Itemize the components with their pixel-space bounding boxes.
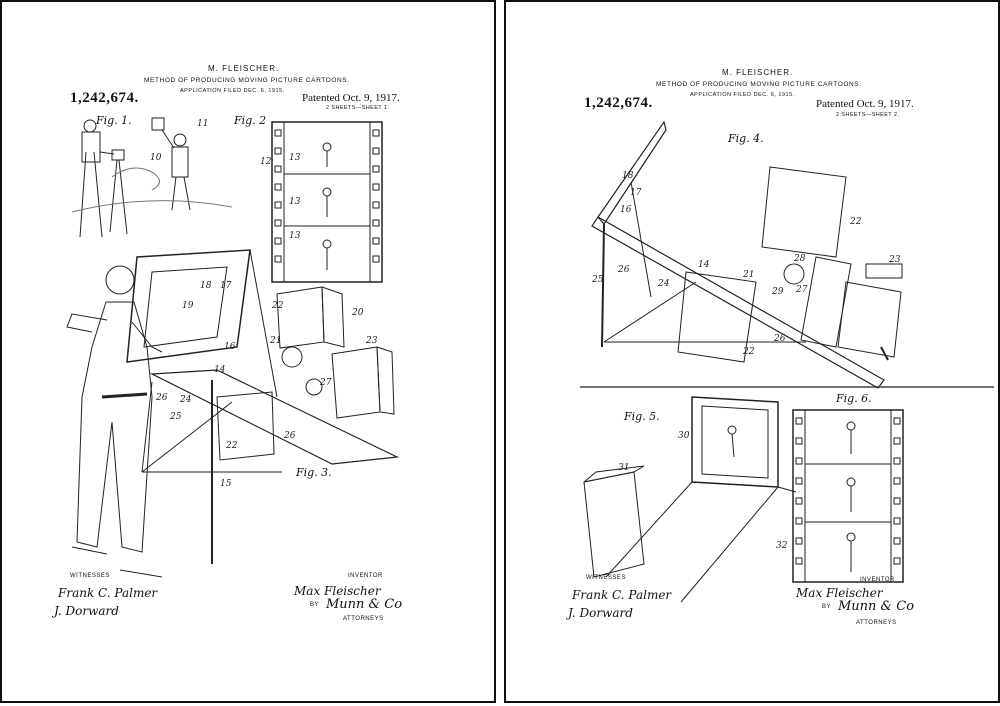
witnesses-label: WITNESSES xyxy=(70,573,110,579)
svg-text:16: 16 xyxy=(620,205,632,215)
svg-text:11: 11 xyxy=(197,119,208,129)
fig-1-label: Fig. 1. xyxy=(96,114,132,127)
svg-text:32: 32 xyxy=(776,541,788,551)
svg-text:12: 12 xyxy=(260,157,272,167)
svg-text:26: 26 xyxy=(283,431,296,441)
attorney-signature: Munn & Co xyxy=(326,597,403,612)
witness-2-signature: J. Dorward xyxy=(54,604,119,618)
fig-4-label: Fig. 4. xyxy=(728,132,764,145)
fig-2-film-strip xyxy=(271,121,383,283)
patent-number: 1,242,674. xyxy=(70,90,139,106)
inventor-name: M. FLEISCHER. xyxy=(722,68,794,77)
fig-3-illustration xyxy=(66,249,400,578)
svg-text:14: 14 xyxy=(214,365,226,375)
fig-4-illustration xyxy=(591,120,903,389)
sheet-1-drawings: 11 10 12 13 13 13 18 17 19 16 14 22 20 2… xyxy=(66,117,400,578)
svg-text:23: 23 xyxy=(888,255,901,265)
svg-text:16: 16 xyxy=(224,342,236,352)
witnesses-label: WITNESSES xyxy=(586,575,626,581)
sheet-info: 2 SHEETS—SHEET 2. xyxy=(836,112,900,118)
patented-date: Patented Oct. 9, 1917. xyxy=(816,98,914,110)
sheet-2-drawings: 18 17 16 14 25 26 24 22 21 28 29 27 23 2… xyxy=(580,120,994,603)
application-filed: APPLICATION FILED DEC. 6, 1915. xyxy=(690,92,795,98)
svg-text:27: 27 xyxy=(795,285,808,295)
svg-text:31: 31 xyxy=(618,463,629,473)
svg-text:22: 22 xyxy=(271,301,284,311)
fig-1-illustration xyxy=(71,117,233,238)
svg-text:21: 21 xyxy=(742,270,754,280)
patent-title: METHOD OF PRODUCING MOVING PICTURE CARTO… xyxy=(656,81,862,88)
svg-text:28: 28 xyxy=(793,254,806,264)
svg-text:24: 24 xyxy=(179,395,192,405)
attorneys-label: ATTORNEYS xyxy=(856,620,897,626)
fig-3-label: Fig. 3. xyxy=(296,466,332,479)
svg-text:25: 25 xyxy=(591,275,604,285)
svg-text:13: 13 xyxy=(289,153,301,163)
svg-text:25: 25 xyxy=(169,412,182,422)
inventor-label: INVENTOR xyxy=(348,573,383,579)
witness-1-signature: Frank C. Palmer xyxy=(572,588,672,602)
svg-text:23: 23 xyxy=(365,336,378,346)
inventor-signature: Max Fleischer xyxy=(796,586,883,600)
witness-2-signature: J. Dorward xyxy=(568,606,633,620)
svg-text:27: 27 xyxy=(319,378,332,388)
application-filed: APPLICATION FILED DEC. 6, 1915. xyxy=(180,88,285,94)
fig-6-film-strip xyxy=(792,409,904,583)
patent-sheet-1: M. FLEISCHER. METHOD OF PRODUCING MOVING… xyxy=(0,0,496,703)
fig-2-label: Fig. 2 xyxy=(234,114,267,127)
witness-1-signature: Frank C. Palmer xyxy=(58,586,158,600)
svg-text:26: 26 xyxy=(773,334,786,344)
svg-text:18: 18 xyxy=(200,281,212,291)
svg-text:21: 21 xyxy=(269,336,281,346)
svg-text:22: 22 xyxy=(849,217,862,227)
patented-date: Patented Oct. 9, 1917. xyxy=(302,92,400,104)
svg-text:13: 13 xyxy=(289,231,301,241)
svg-text:26: 26 xyxy=(155,393,168,403)
svg-text:20: 20 xyxy=(351,308,364,318)
attorneys-label: ATTORNEYS xyxy=(343,616,384,622)
svg-text:22: 22 xyxy=(225,441,238,451)
svg-text:14: 14 xyxy=(698,260,710,270)
fig-5-illustration xyxy=(583,396,797,603)
svg-text:24: 24 xyxy=(657,279,670,289)
patent-title: METHOD OF PRODUCING MOVING PICTURE CARTO… xyxy=(144,77,350,84)
by-label: BY xyxy=(822,604,832,610)
svg-text:19: 19 xyxy=(182,301,194,311)
inventor-name: M. FLEISCHER. xyxy=(208,64,280,73)
svg-text:13: 13 xyxy=(289,197,301,207)
svg-text:18: 18 xyxy=(622,171,634,181)
svg-text:17: 17 xyxy=(630,188,642,198)
attorney-signature: Munn & Co xyxy=(838,599,915,614)
svg-text:22: 22 xyxy=(742,347,755,357)
inventor-signature: Max Fleischer xyxy=(294,584,381,598)
sheet-info: 2 SHEETS—SHEET 1. xyxy=(326,105,390,111)
patent-sheet-2: M. FLEISCHER. METHOD OF PRODUCING MOVING… xyxy=(504,0,1000,703)
by-label: BY xyxy=(310,602,320,608)
svg-text:15: 15 xyxy=(220,479,232,489)
svg-text:17: 17 xyxy=(220,281,232,291)
patent-number: 1,242,674. xyxy=(584,95,653,111)
fig-6-label: Fig. 6. xyxy=(836,392,872,405)
svg-text:29: 29 xyxy=(771,287,784,297)
fig-5-label: Fig. 5. xyxy=(624,410,660,423)
svg-text:30: 30 xyxy=(678,431,690,441)
svg-text:26: 26 xyxy=(617,265,630,275)
inventor-label: INVENTOR xyxy=(860,577,895,583)
svg-text:10: 10 xyxy=(150,153,162,163)
